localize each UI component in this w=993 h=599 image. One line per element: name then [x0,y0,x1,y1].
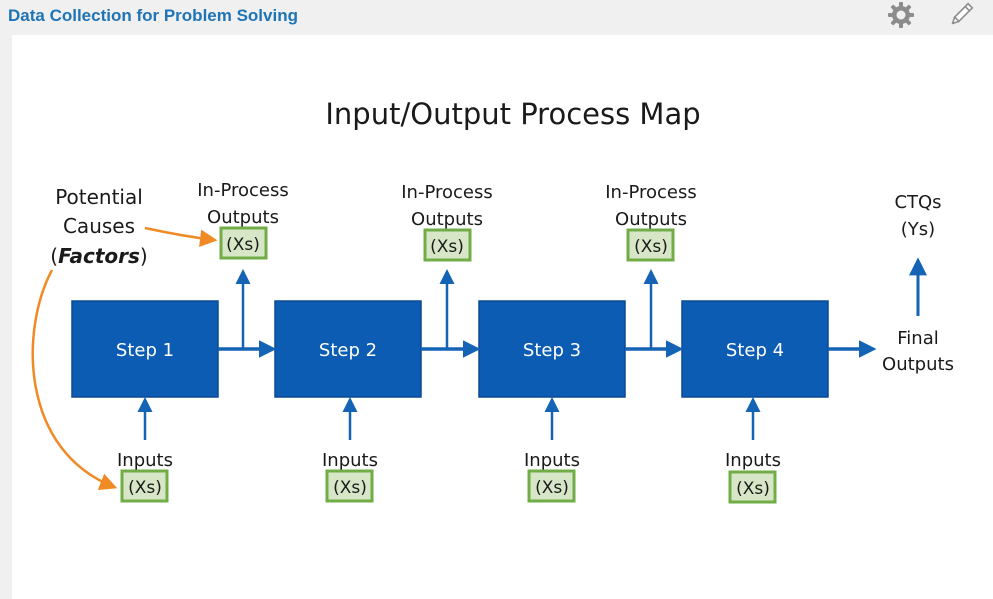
app-title: Data Collection for Problem Solving [8,6,298,25]
diagram-title: Input/Output Process Map [325,97,700,131]
ctqs-label: CTQs [894,192,941,213]
in-process-label-3: In-Process [605,182,697,203]
step-box-3 [478,300,626,398]
pencil-icon[interactable] [946,0,976,30]
in-process-outputs-1: Outputs [207,207,279,228]
top-bar: Data Collection for Problem Solving [0,0,993,34]
output-xs-3: (Xs) [634,237,668,257]
in-process-outputs-3: Outputs [615,209,687,230]
in-process-label-1: In-Process [197,180,289,201]
factor-arrow-to-inputs [31,269,118,490]
output-xs-1: (Xs) [226,235,260,255]
final-outputs-label: Outputs [882,354,954,375]
output-xs-box-2 [423,228,472,262]
step-label-3: Step 3 [523,340,581,361]
step-box-4 [681,300,829,398]
input-xs-1: (Xs) [128,478,162,498]
factors-label-line1: Potential [55,185,143,209]
inputs-label-1: Inputs [117,450,173,471]
factor-arrow-to-outputs [144,226,218,247]
inputs-label-2: Inputs [322,450,378,471]
inputs-label-3: Inputs [524,450,580,471]
input-xs-4: (Xs) [736,479,770,499]
process-map-diagram: Input/Output Process Map Potential Cause… [31,97,954,504]
input-xs-3: (Xs) [535,478,569,498]
input-xs-box-3 [527,469,576,503]
factors-label-line2: Causes [63,214,135,238]
factors-label-line3: (Factors) [50,244,147,268]
step-label-1: Step 1 [116,340,174,361]
content-panel: Input/Output Process Map Potential Cause… [12,35,993,599]
input-xs-box-2 [325,469,374,503]
step-box-2 [274,300,422,398]
step-label-4: Step 4 [726,340,784,361]
ctqs-ys-label: (Ys) [901,219,935,240]
inputs-label-4: Inputs [725,450,781,471]
output-xs-box-3 [626,228,675,262]
in-process-label-2: In-Process [401,182,493,203]
step-label-2: Step 2 [319,340,377,361]
step-box-1 [71,300,219,398]
final-label: Final [897,328,938,349]
output-xs-box-1 [219,226,268,260]
input-xs-box-4 [728,470,777,504]
gear-icon[interactable] [886,0,916,30]
in-process-outputs-2: Outputs [411,209,483,230]
output-xs-2: (Xs) [430,237,464,257]
input-xs-box-1 [120,469,169,503]
input-xs-2: (Xs) [333,478,367,498]
